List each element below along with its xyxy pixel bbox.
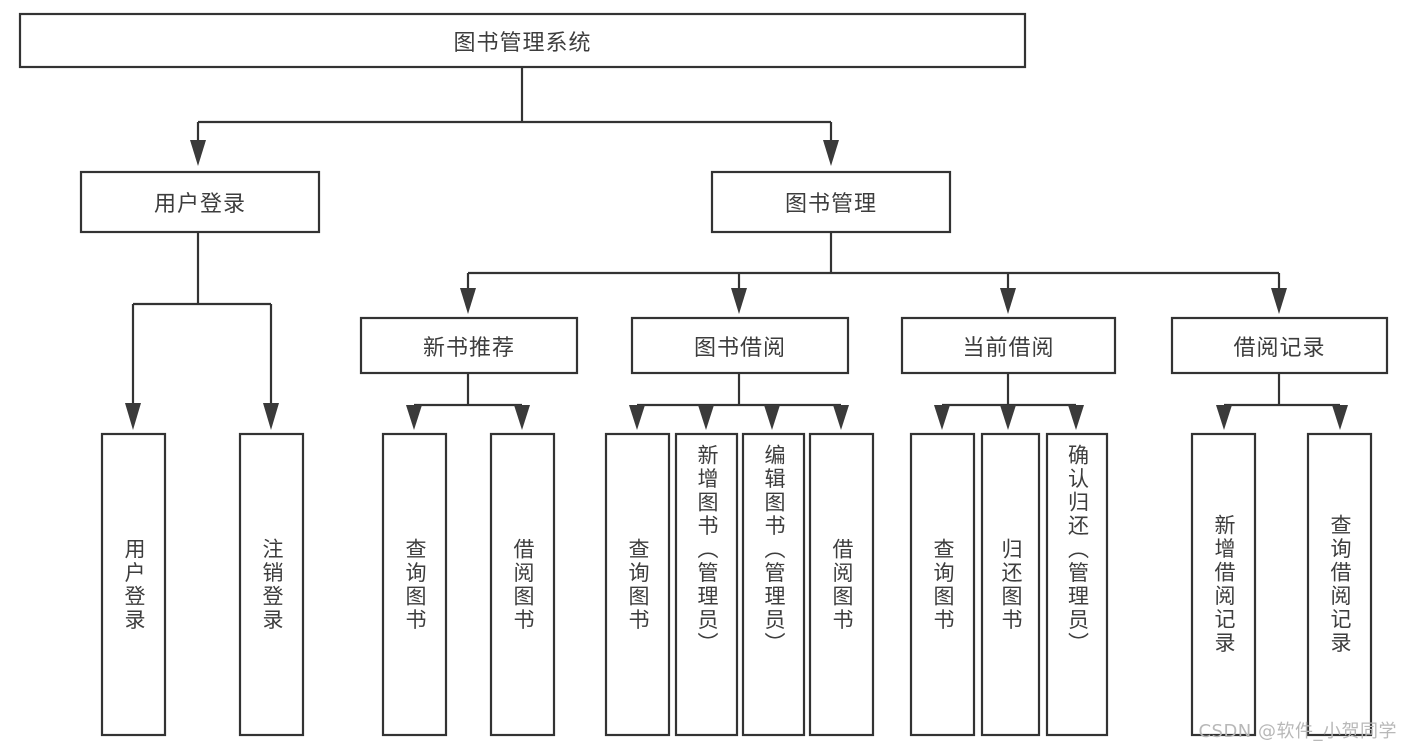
connector-group-newbookrec	[406, 373, 530, 430]
node-box-leaf-logout[interactable]	[238, 432, 305, 737]
node-box-root[interactable]	[18, 12, 1027, 69]
arrow-leaf-borrow-book-1	[514, 405, 530, 430]
connector-group-bookmanage	[460, 232, 1287, 314]
connector-group-currentborrow	[934, 373, 1084, 430]
arrow-userlogin	[190, 140, 206, 166]
node-box-leaf-user-login[interactable]	[100, 432, 167, 737]
node-box-leaf-edit-book[interactable]	[741, 432, 806, 737]
arrow-new-book-rec	[460, 288, 476, 314]
node-box-leaf-query-book-2[interactable]	[604, 432, 671, 737]
node-box-leaf-query-book-1[interactable]	[381, 432, 448, 737]
arrow-leaf-borrow-book-2	[833, 405, 849, 430]
arrow-leaf-query-record	[1332, 405, 1348, 430]
arrow-book-borrow	[731, 288, 747, 314]
node-box-borrow-record[interactable]	[1170, 316, 1389, 375]
node-box-current-borrow[interactable]	[900, 316, 1117, 375]
node-box-new-book-rec[interactable]	[359, 316, 579, 375]
arrow-leaf-logout	[263, 403, 279, 430]
node-box-leaf-return-book[interactable]	[980, 432, 1041, 737]
arrow-borrow-record	[1271, 288, 1287, 314]
arrow-leaf-confirm-return	[1068, 405, 1084, 430]
node-box-leaf-query-book-3[interactable]	[909, 432, 976, 737]
connector-group-root	[190, 67, 839, 166]
node-box-leaf-add-book[interactable]	[674, 432, 739, 737]
node-box-user-login[interactable]	[79, 170, 321, 234]
node-box-leaf-borrow-book-2[interactable]	[808, 432, 875, 737]
node-box-book-manage[interactable]	[710, 170, 952, 234]
connector-group-bookborrow	[629, 373, 849, 430]
arrow-leaf-add-record	[1216, 405, 1232, 430]
node-box-book-borrow[interactable]	[630, 316, 850, 375]
arrow-leaf-query-book-1	[406, 405, 422, 430]
watermark-text: CSDN @软件_小贺同学	[1198, 721, 1397, 742]
arrow-leaf-query-book-3	[934, 405, 950, 430]
arrow-current-borrow	[1000, 288, 1016, 314]
connector-group-userlogin	[125, 232, 279, 430]
arrow-leaf-user-login	[125, 403, 141, 430]
connector-group-borrowrecord	[1216, 373, 1348, 430]
arrow-leaf-add-book	[698, 405, 714, 430]
arrow-leaf-query-book-2	[629, 405, 645, 430]
arrow-leaf-return-book	[1000, 405, 1016, 430]
node-box-leaf-add-record[interactable]	[1190, 432, 1257, 737]
node-box-leaf-query-record[interactable]	[1306, 432, 1373, 737]
node-box-leaf-borrow-book-1[interactable]	[489, 432, 556, 737]
arrow-leaf-edit-book	[764, 405, 780, 430]
arrow-bookmanage	[823, 140, 839, 166]
node-box-leaf-confirm-return[interactable]	[1045, 432, 1109, 737]
